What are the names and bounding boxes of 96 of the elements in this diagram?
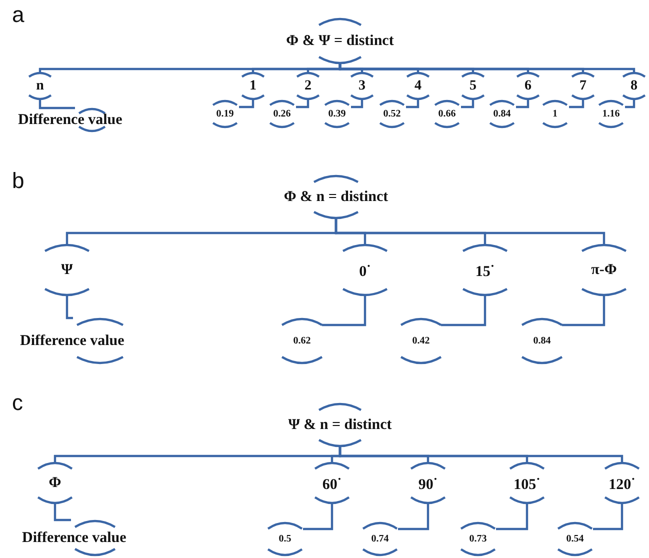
bracketed-node — [211, 100, 239, 128]
node-label: 0.84 — [492, 108, 512, 120]
node-label: 120$^{·}$ — [608, 472, 636, 494]
connector-line — [334, 219, 606, 244]
bracketed-node — [401, 318, 441, 364]
node-label: 3 — [358, 78, 366, 94]
bracketed-node — [35, 462, 75, 504]
bracketed-node — [29, 72, 51, 100]
panel-label: c — [12, 392, 23, 414]
bracketed-node — [312, 462, 352, 504]
connector-line — [303, 504, 334, 530]
connector-line — [569, 100, 584, 108]
connector-line — [54, 504, 71, 522]
bracketed-node — [268, 100, 296, 128]
bracketed-node — [581, 244, 627, 296]
bracketed-node — [351, 72, 373, 100]
node-label: 105$^{·}$ — [512, 472, 542, 494]
node-label: 1.16 — [601, 108, 621, 120]
connector-line — [239, 100, 254, 108]
bracketed-node — [460, 522, 496, 556]
node-label: 0.42 — [411, 336, 431, 346]
bracketed-node — [597, 100, 625, 128]
connector-line — [338, 447, 624, 462]
node-label: 90$^{·}$ — [417, 472, 439, 494]
node-label: 1 — [248, 78, 258, 94]
node-label: 5 — [468, 78, 478, 94]
bracketed-node — [522, 318, 562, 364]
connector-line — [38, 100, 75, 110]
bracketed-node — [242, 72, 264, 100]
bracketed-node — [623, 72, 645, 100]
bracketed-node — [488, 100, 516, 128]
connector-line — [516, 100, 530, 108]
connector-line — [461, 100, 474, 108]
node-label: Ψ — [60, 262, 74, 278]
bracketed-node — [362, 522, 398, 556]
bracketed-node — [297, 72, 319, 100]
node-label: 0.84 — [532, 336, 552, 346]
node-label: Ψ & n = distinct — [287, 416, 393, 434]
connector-line — [296, 100, 310, 108]
connector-line — [562, 296, 606, 326]
bracketed-node — [407, 72, 429, 100]
connector-line — [496, 504, 528, 530]
node-label: Difference value — [20, 332, 126, 350]
node-label: 15$^{·}$ — [474, 260, 496, 280]
node-label: Φ & Ψ = distinct — [285, 32, 395, 50]
node-label: π-Φ — [590, 262, 618, 278]
node-label: 60$^{·}$ — [321, 472, 343, 494]
bracketed-node — [507, 462, 547, 504]
node-label: Φ — [48, 474, 62, 492]
node-label: 0.73 — [468, 534, 488, 544]
connector-line — [441, 296, 486, 326]
bracketed-node — [462, 72, 484, 100]
bracketed-node — [572, 72, 594, 100]
node-label: Difference value — [18, 112, 124, 128]
bracketed-node — [541, 100, 569, 128]
bracketed-node — [557, 522, 593, 556]
node-label: 2 — [304, 78, 312, 94]
bracketed-node — [282, 318, 322, 364]
connector-line — [625, 100, 636, 108]
node-label: 4 — [414, 78, 422, 94]
node-label: 0.66 — [437, 108, 457, 120]
node-label: 0.19 — [215, 108, 235, 120]
node-label: Φ & n = distinct — [282, 188, 390, 206]
node-label: 0.26 — [272, 108, 292, 120]
node-label: Difference value — [22, 530, 128, 546]
bracketed-node — [517, 72, 539, 100]
bracketed-node — [267, 522, 303, 556]
bracketed-node — [342, 244, 388, 296]
bracketed-node — [433, 100, 461, 128]
bracketed-node — [462, 244, 508, 296]
connector-line — [322, 296, 366, 326]
node-label: 0.52 — [382, 108, 402, 120]
node-label: n — [35, 78, 45, 94]
bracketed-node — [44, 244, 90, 296]
node-label: 1 — [552, 108, 558, 120]
bracketed-node — [323, 100, 351, 128]
bracketed-node — [378, 100, 406, 128]
node-label: 0.74 — [370, 534, 390, 544]
panel-label: a — [12, 4, 24, 26]
connector-line — [66, 296, 73, 320]
node-label: 0$^{·}$ — [358, 260, 372, 280]
node-label: 6 — [524, 78, 532, 94]
connector-line — [406, 100, 420, 108]
connector-line — [351, 100, 364, 108]
connector-line — [593, 504, 624, 530]
bracketed-node — [602, 462, 642, 504]
connector-line — [338, 64, 636, 72]
node-label: 0.39 — [327, 108, 347, 120]
connector-line — [398, 504, 430, 530]
panel-label: b — [12, 170, 24, 192]
node-label: 7 — [578, 78, 588, 94]
node-label: 0.5 — [278, 534, 292, 544]
node-label: 8 — [630, 78, 638, 94]
node-label: 0.62 — [292, 336, 312, 346]
bracketed-node — [408, 462, 448, 504]
node-label: 0.54 — [565, 534, 585, 544]
